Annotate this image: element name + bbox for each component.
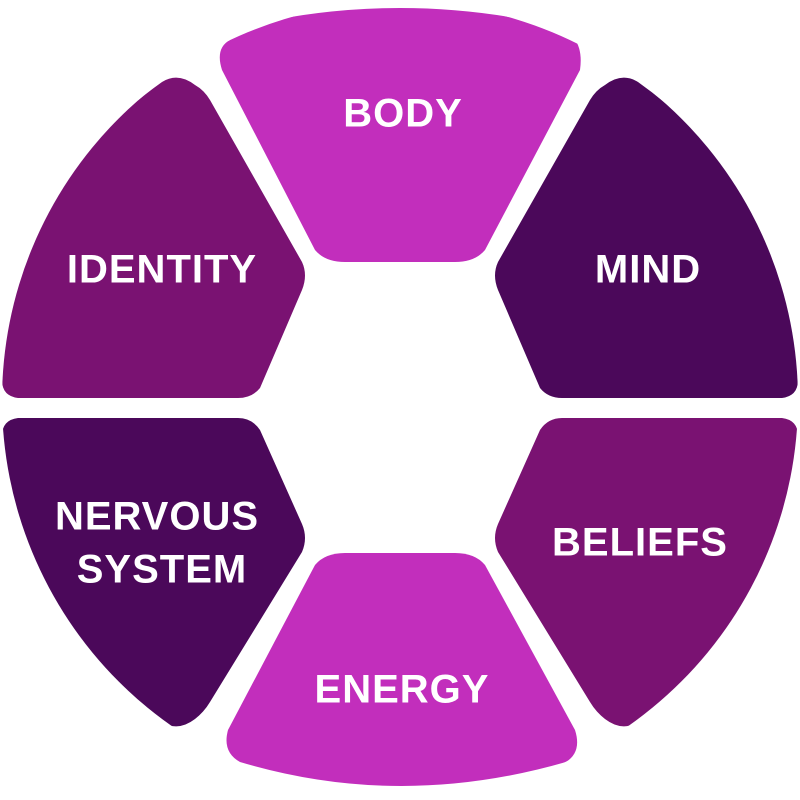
label-mind: MIND bbox=[595, 248, 701, 292]
segment-body bbox=[219, 8, 581, 262]
segment-energy bbox=[226, 553, 578, 786]
segment-beliefs bbox=[495, 418, 798, 727]
label-nervous: NERVOUS bbox=[55, 495, 259, 539]
segment-nervous-system bbox=[2, 418, 305, 727]
label-system: SYSTEM bbox=[77, 548, 247, 592]
label-energy: ENERGY bbox=[315, 668, 490, 712]
segment-mind bbox=[495, 77, 798, 399]
label-beliefs: BELIEFS bbox=[552, 521, 728, 565]
label-body: BODY bbox=[343, 92, 463, 136]
segment-identity bbox=[2, 77, 305, 399]
label-identity: IDENTITY bbox=[67, 248, 257, 292]
